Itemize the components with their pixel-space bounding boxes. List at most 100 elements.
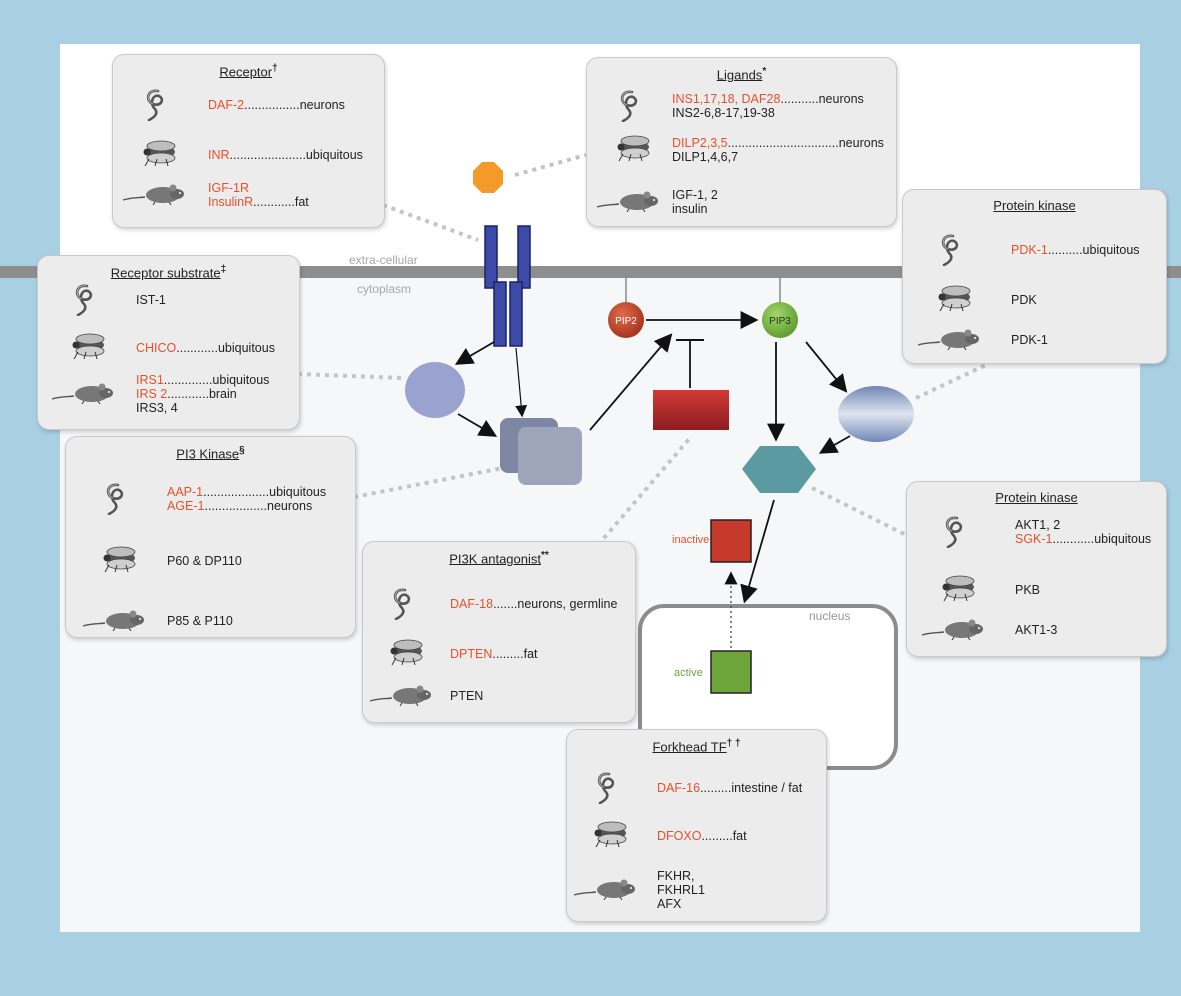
- fly-gene-line: DILP2,3,5...............................…: [672, 136, 884, 150]
- mouse-gene-line: insulin: [672, 202, 707, 216]
- fly-gene-line: DFOXO.........fat: [657, 829, 747, 843]
- c-elegans-icon: [70, 282, 100, 319]
- gene-expression: .........fat: [701, 829, 747, 843]
- worm-gene-line: IST-1: [136, 293, 166, 307]
- gene-expression: ............ubiquitous: [1052, 532, 1152, 546]
- svg-text:PIP2: PIP2: [615, 316, 637, 327]
- drosophila-icon: [936, 282, 976, 315]
- mouse-gene-line: IRS1..............ubiquitous: [136, 373, 269, 387]
- ligands-box: Ligands* INS1,17,18, DAF28...........neur…: [586, 57, 897, 227]
- drosophila-icon: [940, 572, 980, 605]
- footnote-mark: †: [272, 63, 278, 74]
- mouse-icon: [916, 328, 982, 353]
- fly-gene-line: DILP1,4,6,7: [672, 150, 738, 164]
- pip3-circle: [762, 302, 798, 338]
- gene-expression: FKHR,: [657, 869, 695, 883]
- worm-gene-line: AAP-1...................ubiquitous: [167, 485, 326, 499]
- mouse-gene-line: IGF-1, 2: [672, 188, 718, 202]
- gene-expression: ............fat: [253, 195, 309, 209]
- gene-expression: PDK-1: [1011, 333, 1048, 347]
- gene-name: AAP-1: [167, 485, 204, 499]
- box-title: Receptor substrate‡: [38, 264, 299, 280]
- footnote-mark: ‡: [220, 264, 227, 275]
- worm-gene-line: INS1,17,18, DAF28...........neurons: [672, 92, 864, 106]
- receptor-substrate-shape: [405, 362, 465, 418]
- gene-expression: AKT1, 2: [1015, 518, 1061, 532]
- worm-gene-line: DAF-16.........intestine / fat: [657, 781, 802, 795]
- gene-expression: AKT1-3: [1015, 623, 1058, 637]
- mouse-gene-line: PTEN: [450, 689, 483, 703]
- foxo-inactive-shape: [710, 519, 752, 563]
- box-title: Ligands*: [587, 66, 896, 82]
- pdk-shape: [838, 386, 914, 442]
- extracellular-label: extra-cellular: [349, 253, 418, 267]
- gene-expression: ............brain: [167, 387, 237, 401]
- mouse-icon: [81, 609, 147, 634]
- box-title-text: Receptor: [219, 64, 273, 80]
- footnote-mark: *: [762, 66, 767, 77]
- mouse-gene-line: FKHRL1: [657, 883, 705, 897]
- c-elegans-icon: [940, 514, 970, 551]
- c-elegans-icon: [141, 87, 171, 124]
- box-title: PI3K antagonist**: [363, 550, 635, 566]
- active-label: active: [674, 667, 703, 679]
- gene-name: InsulinR: [208, 195, 254, 209]
- drosophila-icon: [592, 818, 632, 851]
- gene-expression: PTEN: [450, 689, 484, 703]
- gene-expression: ..................neurons: [204, 499, 313, 513]
- worm-gene-line: INS2-6,8-17,19-38: [672, 106, 775, 120]
- gene-expression: P85 & P110: [167, 614, 233, 628]
- mouse-icon: [595, 190, 661, 215]
- mouse-icon: [920, 618, 986, 643]
- worm-gene-line: PDK-1..........ubiquitous: [1011, 243, 1140, 257]
- box-title-text: Protein kinase: [993, 198, 1076, 213]
- mouse-icon: [572, 878, 638, 903]
- gene-name: PDK-1: [1011, 243, 1048, 257]
- mouse-icon: [50, 382, 116, 407]
- gene-name: DILP2,3,5: [672, 136, 728, 150]
- fly-gene-line: INR......................ubiquitous: [208, 148, 363, 162]
- box-title: Protein kinase: [907, 490, 1166, 505]
- cytoplasm-label: cytoplasm: [357, 282, 412, 296]
- mouse-gene-line: IRS3, 4: [136, 401, 178, 415]
- foxo-active-shape: [710, 650, 752, 694]
- gene-expression: INS2-6,8-17,19-38: [672, 106, 775, 120]
- footnote-mark: §: [239, 445, 245, 456]
- worm-gene-line: SGK-1............ubiquitous: [1015, 532, 1151, 546]
- fly-gene-line: P60 & DP110: [167, 554, 242, 568]
- worm-gene-line: AKT1, 2: [1015, 518, 1060, 532]
- mouse-gene-line: IGF-1R: [208, 181, 249, 195]
- gene-expression: AFX: [657, 897, 682, 911]
- c-elegans-icon: [615, 88, 645, 125]
- nucleus-label: nucleus: [809, 609, 851, 623]
- gene-expression: ...........neurons: [780, 92, 864, 106]
- mouse-gene-line: P85 & P110: [167, 614, 233, 628]
- gene-expression: insulin: [672, 202, 708, 216]
- mouse-gene-line: FKHR,: [657, 869, 695, 883]
- drosophila-icon: [70, 330, 110, 363]
- ligand-octagon: [473, 162, 503, 193]
- gene-name: DAF-2: [208, 98, 245, 112]
- gene-name: DPTEN: [450, 647, 493, 661]
- mouse-gene-line: InsulinR............fat: [208, 195, 309, 209]
- mouse-icon: [368, 684, 434, 709]
- gene-name: DAF-18: [450, 597, 494, 611]
- drosophila-icon: [615, 132, 655, 165]
- gene-name: CHICO: [136, 341, 177, 355]
- gene-expression: .........fat: [492, 647, 538, 661]
- gene-expression: ...................ubiquitous: [203, 485, 327, 499]
- gene-expression: FKHRL1: [657, 883, 705, 897]
- gene-expression: PDK: [1011, 293, 1037, 307]
- gene-name: DAF-16: [657, 781, 701, 795]
- c-elegans-icon: [592, 770, 622, 807]
- gene-expression: .........intestine / fat: [700, 781, 803, 795]
- mouse-gene-line: PDK-1: [1011, 333, 1048, 347]
- fly-gene-line: PDK: [1011, 293, 1037, 307]
- gene-expression: ......................ubiquitous: [229, 148, 363, 162]
- drosophila-icon: [141, 137, 181, 170]
